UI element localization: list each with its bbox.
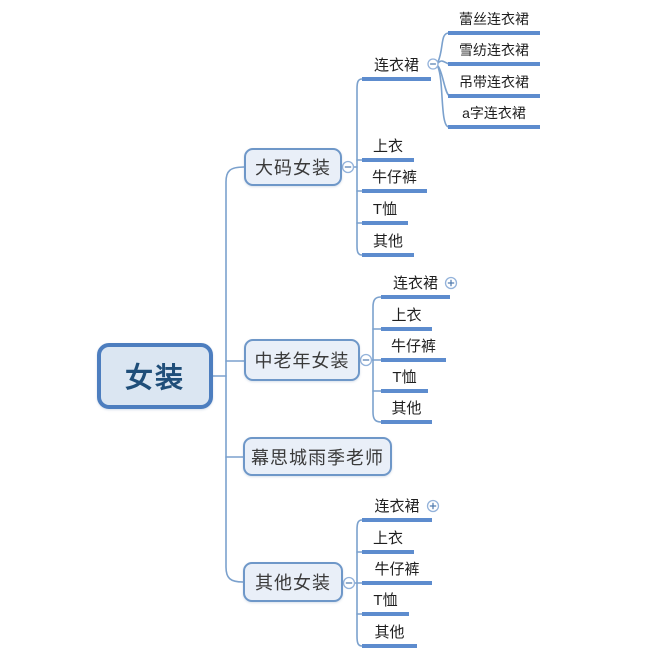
- subtopic-lace-dress[interactable]: 蕾丝连衣裙: [448, 9, 540, 35]
- expand-icon[interactable]: [444, 276, 458, 290]
- subtopic-other[interactable]: 其他: [381, 398, 432, 424]
- subtopic-aline-dress[interactable]: a字连衣裙: [448, 103, 540, 129]
- subtopic-top[interactable]: 上衣: [362, 528, 414, 554]
- connector-line: [437, 66, 450, 128]
- expand-icon[interactable]: [426, 499, 440, 513]
- subtopic-jeans[interactable]: 牛仔裤: [362, 167, 427, 193]
- subtopic-dress[interactable]: 连衣裙: [381, 273, 450, 299]
- subtopic-jeans[interactable]: 牛仔裤: [362, 559, 432, 585]
- collapse-icon[interactable]: [427, 58, 439, 70]
- subtopic-slip-dress[interactable]: 吊带连衣裙: [448, 72, 540, 98]
- subtopic-top[interactable]: 上衣: [381, 305, 432, 331]
- connector-line: [356, 78, 363, 256]
- subtopic-jeans[interactable]: 牛仔裤: [381, 336, 446, 362]
- subtopic-top[interactable]: 上衣: [362, 136, 414, 162]
- collapse-icon[interactable]: [342, 576, 356, 590]
- connector-line: [225, 166, 245, 583]
- collapse-icon[interactable]: [359, 353, 373, 367]
- topic-plus-size-womenswear[interactable]: 大码女装: [244, 148, 342, 186]
- topic-other-womenswear[interactable]: 其他女装: [243, 562, 343, 602]
- connector-line: [437, 32, 450, 63]
- subtopic-dress[interactable]: 连衣裙: [362, 496, 432, 522]
- subtopic-tshirt[interactable]: T恤: [362, 199, 408, 225]
- subtopic-chiffon-dress[interactable]: 雪纺连衣裙: [448, 40, 540, 66]
- root-topic[interactable]: 女装: [97, 343, 213, 409]
- subtopic-dress[interactable]: 连衣裙: [362, 55, 431, 81]
- topic-middle-aged-womenswear[interactable]: 中老年女装: [244, 339, 360, 381]
- collapse-icon[interactable]: [341, 160, 355, 174]
- topic-musicheng-teacher[interactable]: 幕思城雨季老师: [243, 437, 392, 476]
- subtopic-tshirt[interactable]: T恤: [362, 590, 409, 616]
- subtopic-other[interactable]: 其他: [362, 231, 414, 257]
- subtopic-tshirt[interactable]: T恤: [381, 367, 428, 393]
- subtopic-other[interactable]: 其他: [362, 622, 417, 648]
